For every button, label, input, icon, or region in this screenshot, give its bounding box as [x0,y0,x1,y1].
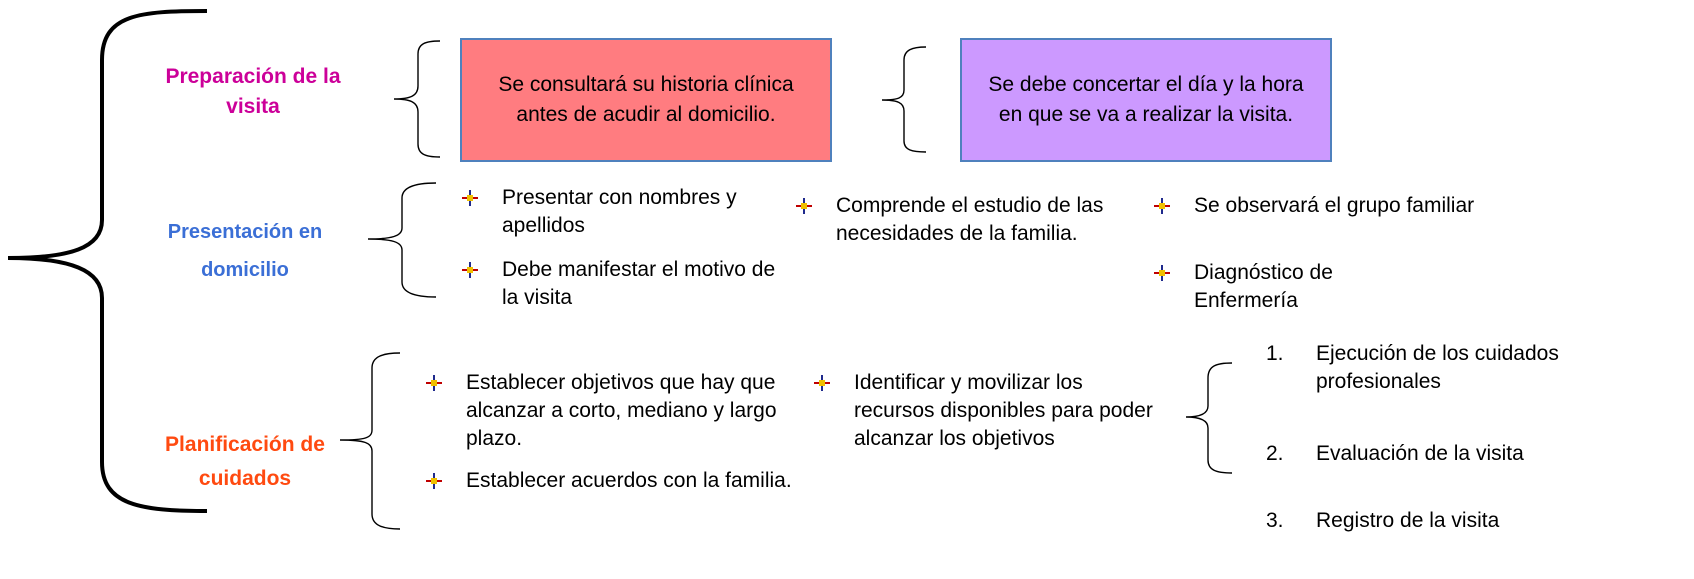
list-item-text: Se observará el grupo familiar [1194,194,1475,217]
box-concertar-dia: Se debe concertar el día y la hora en qu… [960,38,1332,162]
quad-arrow-bullet-icon [814,375,830,391]
box-historia-clinica: Se consultará su historia clínica antes … [460,38,832,162]
list-item: Establecer objetivos que hay que alcanza… [422,369,806,453]
list-item: Diagnóstico de Enfermería [1150,259,1424,315]
quad-arrow-bullet-icon [426,473,442,489]
list-item: Se observará el grupo familiar [1150,192,1524,220]
box-concertar-dia-text: Se debe concertar el día y la hora en qu… [988,73,1304,126]
quad-arrow-bullet-icon [1154,265,1170,281]
category-planificacion: Planificación de cuidados [165,433,325,490]
category-presentacion: Presentación en domicilio [167,221,323,281]
numbered-item-text: Registro de la visita [1316,509,1500,532]
quad-arrow-bullet-icon [796,198,812,214]
numbered-item-1: 1. Ejecución de los cuidados profesional… [1266,340,1576,396]
list-item: Presentar con nombres y apellidos [458,184,792,240]
category-preparacion: Preparación de la visita [165,65,341,118]
list-item-text: Diagnóstico de Enfermería [1194,261,1333,312]
number-label: 2. [1266,442,1284,465]
brace-numbered [1185,362,1233,474]
list-item-text: Debe manifestar el motivo de la visita [502,258,776,309]
main-brace [7,9,208,513]
brace-prep-2 [881,46,927,153]
numbered-item-2: 2. Evaluación de la visita [1266,440,1576,468]
list-item: Comprende el estudio de las necesidades … [792,192,1136,248]
brace-prep-1 [393,40,441,158]
quad-arrow-bullet-icon [462,190,478,206]
list-item: Identificar y movilizar los recursos dis… [810,369,1164,453]
numbered-item-3: 3. Registro de la visita [1266,507,1616,535]
list-item-text: Presentar con nombres y apellidos [502,186,737,237]
numbered-item-text: Ejecución de los cuidados profesionales [1316,342,1559,393]
list-item: Debe manifestar el motivo de la visita [458,256,792,312]
quad-arrow-bullet-icon [462,262,478,278]
brace-planificacion [339,352,401,530]
number-label: 3. [1266,509,1284,532]
list-item-text: Comprende el estudio de las necesidades … [836,194,1104,245]
number-label: 1. [1266,342,1284,365]
brace-presentacion [367,182,437,298]
list-item-text: Identificar y movilizar los recursos dis… [854,371,1153,450]
list-item-text: Establecer acuerdos con la familia. [466,469,792,492]
quad-arrow-bullet-icon [1154,198,1170,214]
numbered-item-text: Evaluación de la visita [1316,442,1524,465]
list-item: Establecer acuerdos con la familia. [422,467,806,495]
list-item-text: Establecer objetivos que hay que alcanza… [466,371,777,450]
quad-arrow-bullet-icon [426,375,442,391]
box-historia-clinica-text: Se consultará su historia clínica antes … [498,73,794,126]
